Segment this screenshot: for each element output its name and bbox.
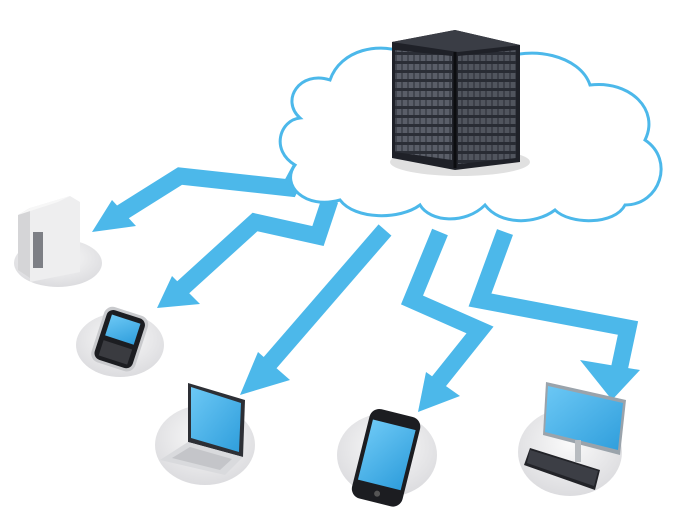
arrow-to-desktop	[468, 229, 639, 377]
arrow-head-smartphone	[418, 372, 460, 412]
arrow-head-desktop	[580, 360, 640, 400]
tower-server-node	[14, 196, 102, 287]
arrows	[92, 155, 640, 412]
desktop-computer-node	[518, 382, 626, 496]
server-rack-icon	[390, 30, 530, 176]
arrow-head-laptop	[240, 352, 290, 395]
tower-server-icon	[18, 196, 80, 282]
arrow-head-blackberry	[157, 276, 200, 308]
blackberry-phone-node	[76, 306, 164, 377]
smartphone-icon	[351, 408, 421, 507]
arrow-head-tower-server	[92, 200, 136, 232]
blackberry-phone-icon	[91, 306, 149, 372]
arrow-to-tower-server	[113, 155, 313, 223]
smartphone-node	[337, 408, 437, 507]
laptop-node	[155, 383, 255, 485]
arrow-to-blackberry	[172, 197, 339, 299]
laptop-icon	[160, 383, 245, 475]
desktop-computer-icon	[524, 382, 626, 490]
arrow-to-smartphone	[400, 228, 494, 396]
arrow-to-laptop	[255, 224, 392, 378]
